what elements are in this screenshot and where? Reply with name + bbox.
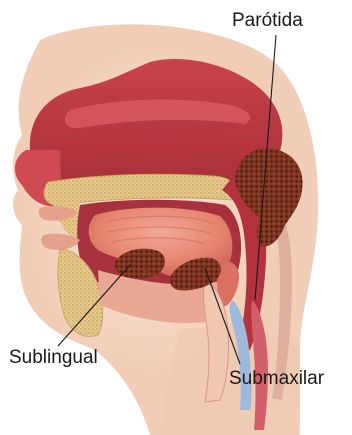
submaxilar-label: Submaxilar: [229, 368, 325, 389]
sublingual-label: Sublingual: [9, 347, 98, 368]
parotida-label: Parótida: [232, 10, 303, 31]
